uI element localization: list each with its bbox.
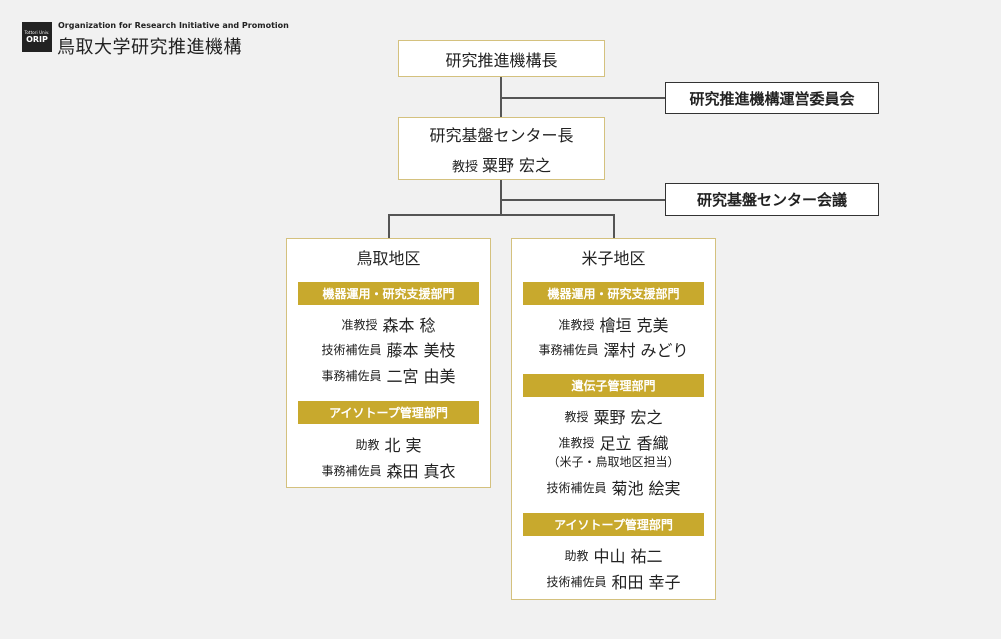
member-name: 北 実 [384,436,422,455]
connector-to-council [500,199,665,201]
center-head-title: 研究基盤センター長 [429,125,574,145]
logo-mark: Tottori Univ. ORIP [22,22,52,52]
yonago-dept-gene: 遺伝子管理部門 [523,374,704,397]
member-role: 准教授 [558,435,595,450]
member-name: 澤村 みどり [603,341,689,360]
center-head-name: 粟野 宏之 [481,155,552,175]
yonago-member: 准教授檜垣 克美 [512,312,715,336]
committee-label: 研究推進機構運営委員会 [689,89,855,108]
member-name: 森田 真衣 [386,462,456,481]
connector-to-yonago [613,214,615,238]
yonago-area-title: 米子地区 [581,249,646,268]
member-role: 助教 [355,437,380,452]
yonago-member: 准教授足立 香織 [512,430,715,454]
member-name: 粟野 宏之 [593,408,663,427]
member-name: 森本 稔 [382,316,436,335]
member-role: 技術補佐員 [546,574,607,589]
tottori-member: 助教北 実 [287,432,490,456]
member-role: 技術補佐員 [321,342,382,357]
yonago-member: 助教中山 祐二 [512,543,715,567]
tottori-member: 准教授森本 稔 [287,312,490,336]
connector-area-horizontal [388,214,614,216]
tottori-member: 技術補佐員藤本 美枝 [287,337,490,361]
logo-org-name-ja: 鳥取大学研究推進機構 [57,37,242,58]
tottori-area-box: 鳥取地区 機器運用・研究支援部門 准教授森本 稔 技術補佐員藤本 美枝 事務補佐… [286,238,491,488]
connector-to-committee [500,97,665,99]
member-role: 技術補佐員 [546,480,607,495]
logo-univ-text: Tottori Univ. [24,30,50,35]
connector-head-to-areas [500,180,502,215]
logo-code-text: ORIP [26,35,48,44]
tottori-dept-equipment: 機器運用・研究支援部門 [298,282,479,305]
yonago-member: 技術補佐員菊池 絵実 [512,475,715,499]
logo-org-name-en: Organization for Research Initiative and… [58,21,289,30]
yonago-member: 教授粟野 宏之 [512,404,715,428]
member-role: 助教 [564,548,589,563]
director-title: 研究推進機構長 [445,50,558,70]
member-role: 事務補佐員 [538,342,599,357]
member-name: 足立 香織 [599,434,669,453]
member-role: 事務補佐員 [321,368,382,383]
yonago-member: 技術補佐員和田 幸子 [512,569,715,593]
member-note: （米子・鳥取地区担当） [547,455,680,469]
yonago-dept-isotope: アイソトープ管理部門 [523,513,704,536]
tottori-member: 事務補佐員二宮 由美 [287,363,490,387]
center-council-label: 研究基盤センター会議 [696,191,847,209]
center-head-person: 教授粟野 宏之 [452,152,551,176]
tottori-area-title: 鳥取地区 [356,249,421,268]
member-name: 檜垣 克美 [599,316,669,335]
center-head-box: 研究基盤センター長 教授粟野 宏之 [398,117,605,180]
committee-box: 研究推進機構運営委員会 [665,82,879,114]
member-name: 和田 幸子 [611,573,681,592]
yonago-area-box: 米子地区 機器運用・研究支援部門 准教授檜垣 克美 事務補佐員澤村 みどり 遺伝… [511,238,716,600]
yonago-dept-equipment: 機器運用・研究支援部門 [523,282,704,305]
member-name: 二宮 由美 [386,367,456,386]
connector-to-tottori [388,214,390,238]
member-role: 准教授 [341,317,378,332]
tottori-dept-isotope: アイソトープ管理部門 [298,401,479,424]
center-council-box: 研究基盤センター会議 [665,183,879,216]
member-role: 准教授 [558,317,595,332]
director-box: 研究推進機構長 [398,40,605,77]
yonago-member: 事務補佐員澤村 みどり [512,337,715,361]
member-name: 中山 祐二 [593,547,663,566]
tottori-member: 事務補佐員森田 真衣 [287,458,490,482]
member-name: 藤本 美枝 [386,341,456,360]
member-name: 菊池 絵実 [611,479,681,498]
member-role: 教授 [564,409,589,424]
member-role: 事務補佐員 [321,463,382,478]
center-head-role: 教授 [451,159,478,175]
